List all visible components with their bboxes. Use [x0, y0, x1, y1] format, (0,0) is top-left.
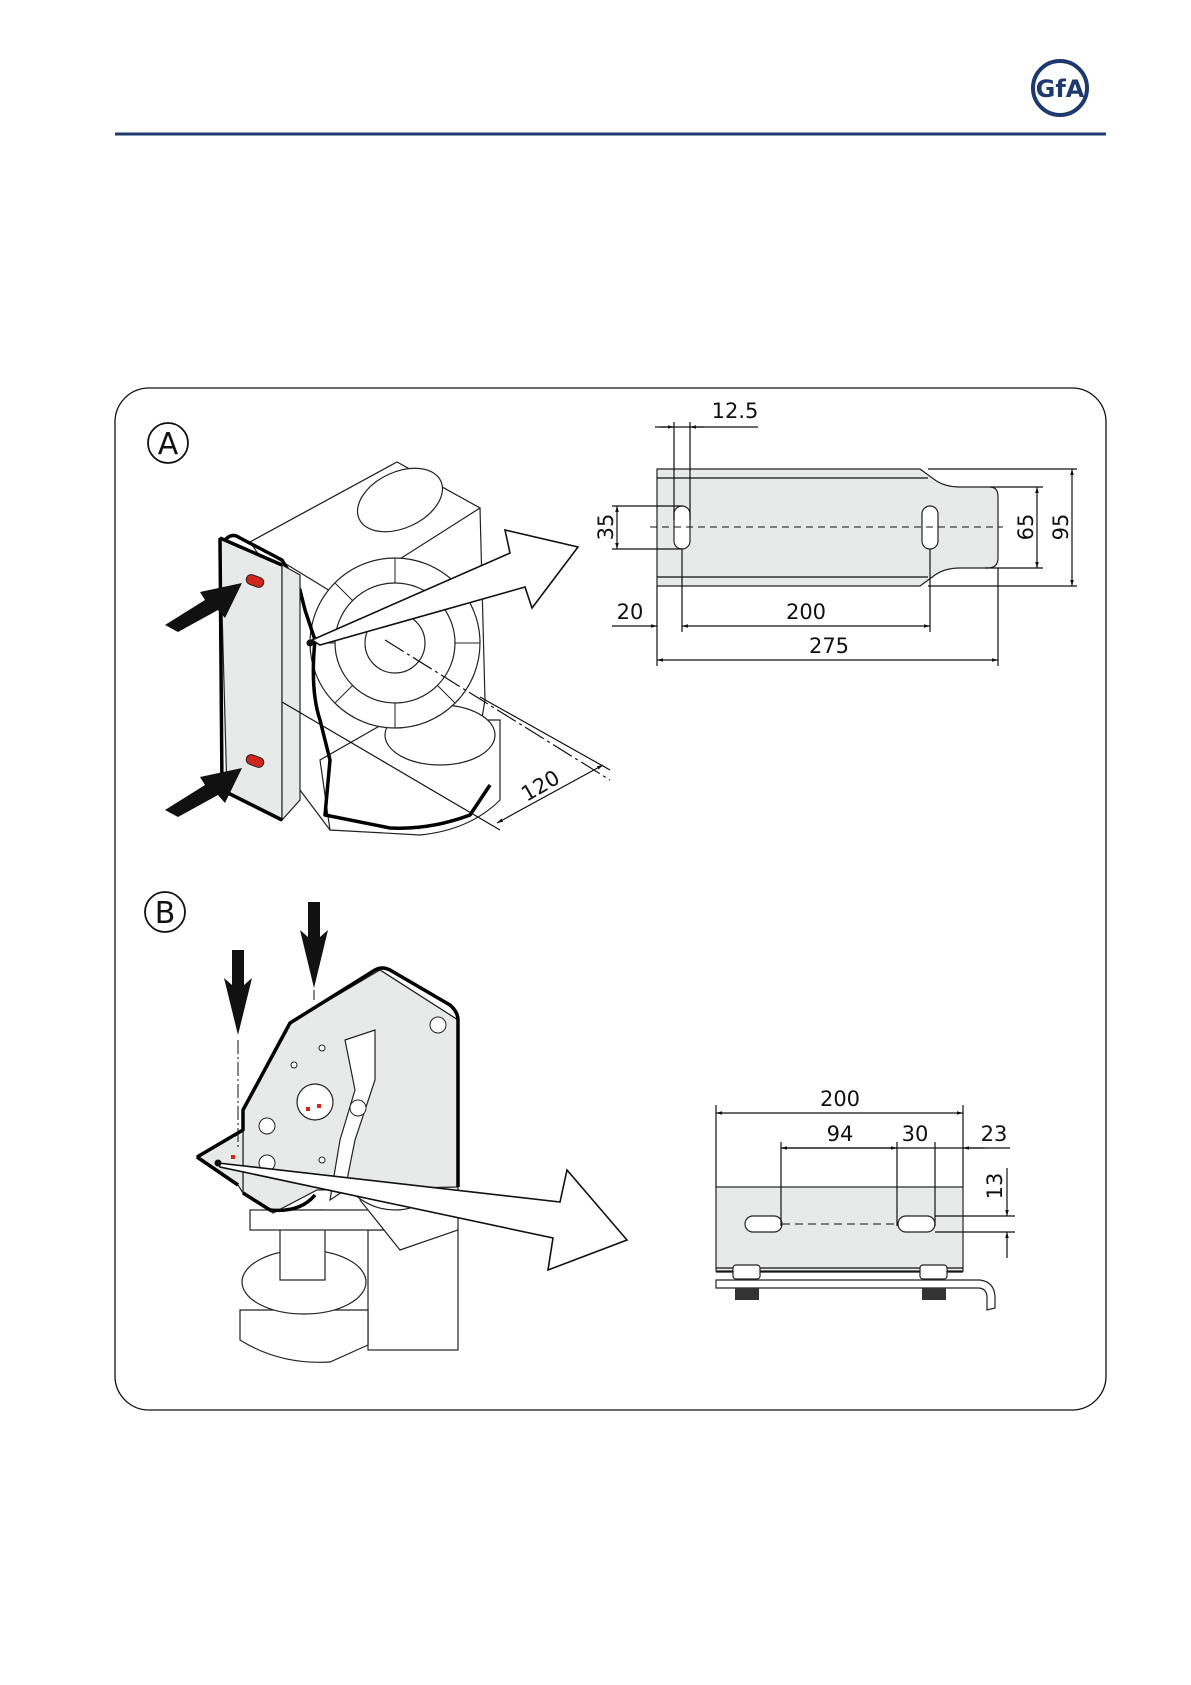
dim-200-b: 200 — [820, 1087, 860, 1111]
figure-a-label: A — [147, 422, 189, 464]
svg-text:B: B — [155, 896, 176, 931]
dim-35: 35 — [594, 514, 618, 541]
slot-red-upper — [245, 574, 265, 588]
svg-text:A: A — [158, 427, 179, 462]
dim-20: 20 — [617, 600, 644, 624]
figure-frame — [114, 387, 1107, 1411]
figure-b-label: B — [144, 891, 186, 933]
bracket-drawing-a — [612, 422, 1077, 666]
dim-65: 65 — [1014, 514, 1038, 541]
dim-120: 120 — [517, 766, 564, 807]
dim-13: 13 — [983, 1173, 1007, 1200]
figure-b-assembly — [195, 902, 629, 1363]
logo: GfA — [1031, 59, 1089, 117]
dim-12-5: 12.5 — [712, 399, 759, 423]
push-arrow-icon — [165, 583, 242, 632]
dim-23: 23 — [981, 1122, 1008, 1146]
slot-red-lower — [245, 754, 265, 768]
logo-text: GfA — [1036, 75, 1085, 103]
pointer-arrow-icon — [310, 528, 580, 646]
bracket-drawing-b — [715, 1105, 1015, 1311]
dim-30: 30 — [902, 1122, 929, 1146]
down-arrow-icon — [300, 902, 328, 988]
figure-a-assembly — [165, 461, 611, 836]
dim-95: 95 — [1049, 514, 1073, 541]
dim-94: 94 — [827, 1122, 854, 1146]
down-arrow-icon — [224, 950, 252, 1035]
dim-275: 275 — [809, 634, 849, 658]
push-arrow-icon — [165, 768, 242, 817]
dim-200: 200 — [786, 600, 826, 624]
pointer-arrow-icon — [216, 1162, 629, 1272]
slot-left — [744, 1215, 783, 1233]
slot-right — [897, 1215, 936, 1233]
